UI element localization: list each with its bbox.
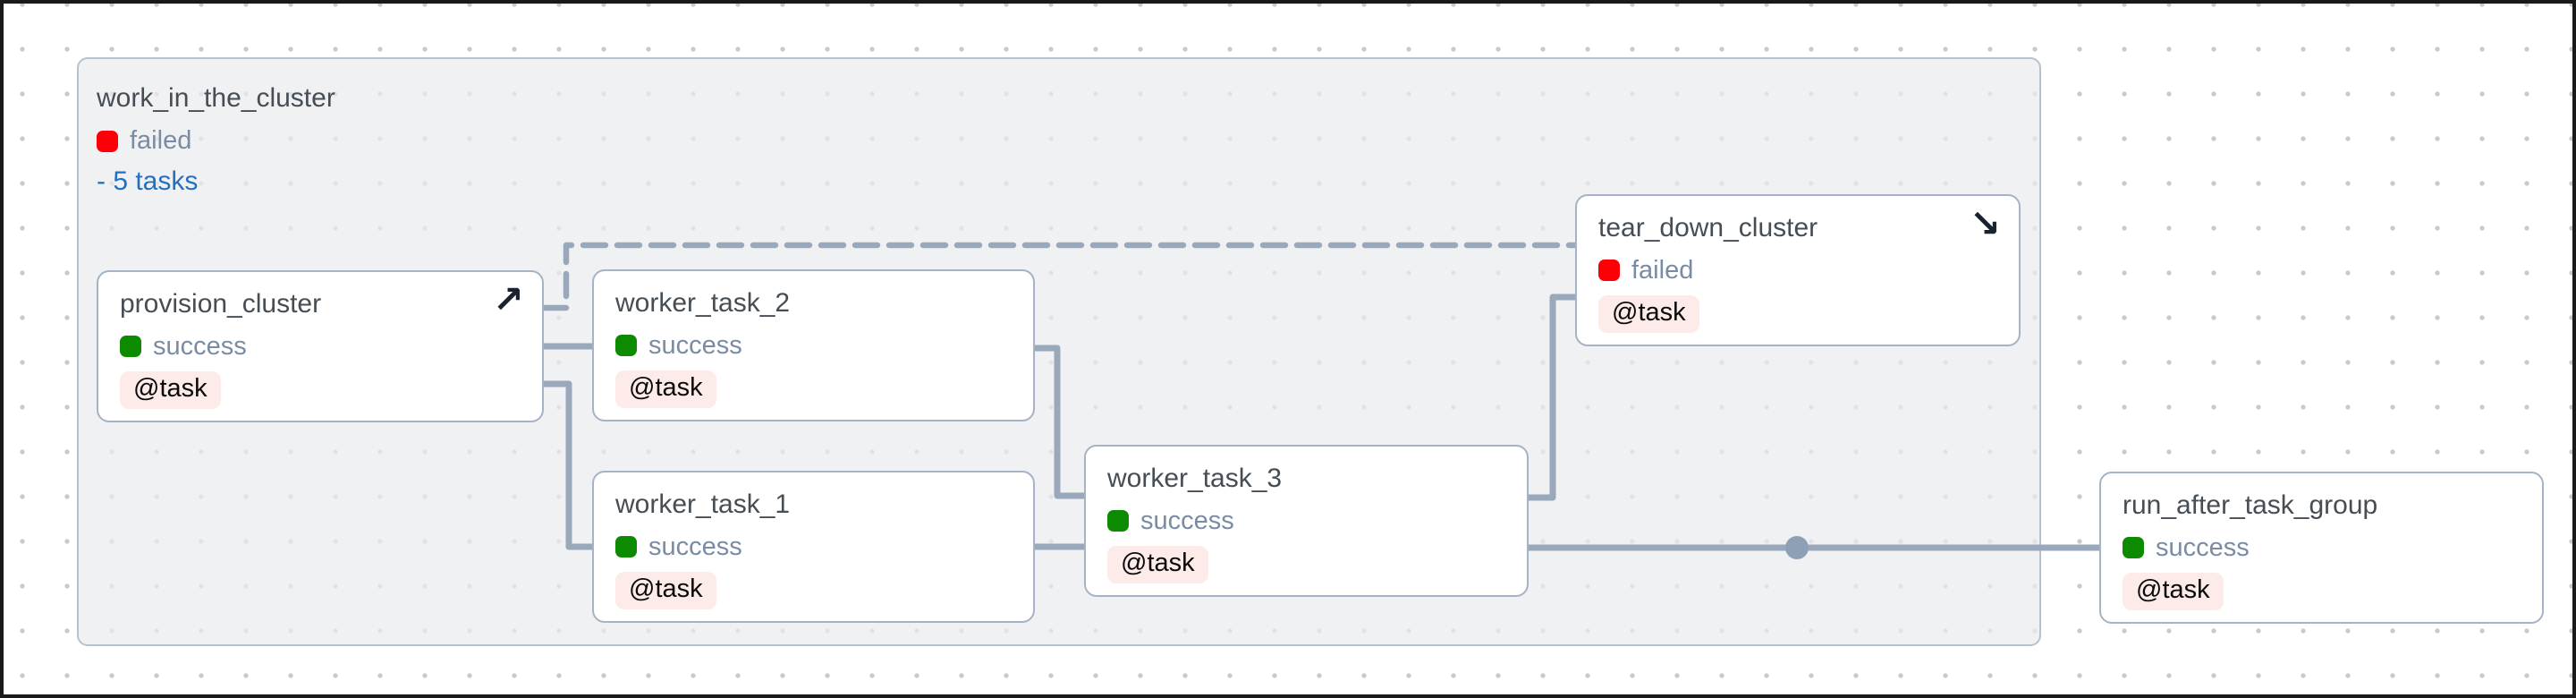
task-title: worker_task_3: [1107, 464, 1283, 493]
task-status-label: failed: [1631, 255, 1694, 285]
task-decorator-badge: @task: [1107, 545, 1208, 583]
task-group-status-label: failed: [130, 126, 192, 155]
task-node-provision_cluster[interactable]: provision_cluster ↗ success @task: [97, 270, 544, 422]
task-node-worker_task_2[interactable]: worker_task_2 success @task: [592, 269, 1035, 421]
task-title: tear_down_cluster: [1598, 213, 1818, 243]
task-decorator-badge: @task: [1598, 294, 1699, 333]
edge-worker_task_3-tear_down_cluster: [1529, 294, 1576, 501]
success-status-square-icon: [615, 536, 637, 558]
task-status-label: success: [648, 330, 742, 360]
edge-provision_cluster-worker_task_1: [544, 380, 594, 550]
task-group-collapse-toggle[interactable]: - 5 tasks: [97, 166, 199, 196]
edge-junction-dot: [1785, 536, 1809, 559]
task-node-run_after_task_group[interactable]: run_after_task_group success @task: [2099, 472, 2544, 624]
task-status-label: success: [2156, 532, 2250, 562]
edge-worker_task_2-worker_task_3: [1035, 345, 1086, 499]
task-decorator-badge: @task: [120, 370, 221, 409]
task-group-title: work_in_the_cluster: [97, 83, 335, 113]
success-status-square-icon: [2123, 537, 2144, 558]
setup-arrow-icon: ↗: [492, 278, 524, 320]
task-title: worker_task_2: [615, 288, 791, 318]
task-decorator-badge: @task: [2123, 572, 2224, 610]
task-title: provision_cluster: [120, 289, 322, 319]
failed-status-square-icon: [1598, 260, 1620, 281]
success-status-square-icon: [1107, 510, 1129, 532]
success-status-square-icon: [120, 336, 141, 357]
task-node-worker_task_1[interactable]: worker_task_1 success @task: [592, 471, 1035, 623]
task-status-label: success: [1140, 506, 1234, 535]
teardown-arrow-icon: ↘: [1969, 202, 2001, 244]
task-decorator-badge: @task: [615, 571, 716, 609]
task-node-tear_down_cluster[interactable]: tear_down_cluster ↘ failed @task: [1575, 194, 2021, 346]
task-node-worker_task_3[interactable]: worker_task_3 success @task: [1084, 445, 1529, 597]
task-title: run_after_task_group: [2123, 490, 2378, 520]
success-status-square-icon: [615, 335, 637, 356]
task-status-label: success: [648, 532, 742, 561]
task-status-label: success: [153, 331, 247, 361]
edge-provision_cluster-tear_down_cluster: [540, 242, 1580, 311]
task-title: worker_task_1: [615, 489, 791, 519]
failed-status-square-icon: [97, 130, 118, 152]
edge-layer: [540, 242, 2100, 559]
task-decorator-badge: @task: [615, 370, 716, 408]
